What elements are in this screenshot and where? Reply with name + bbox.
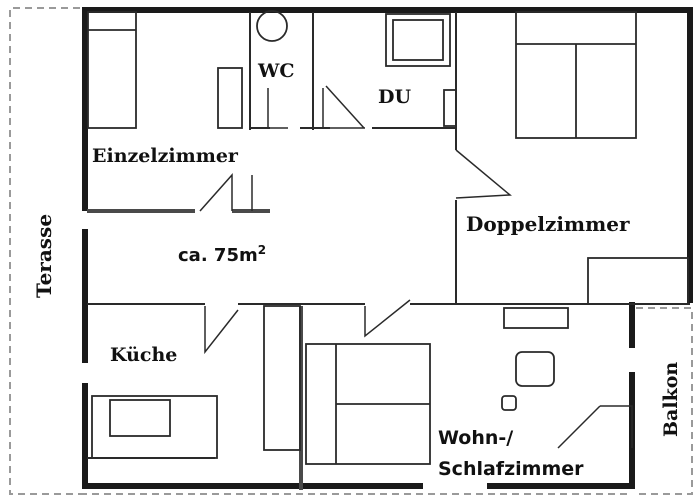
room-label-wohn-line1: Wohn-/ [438,427,513,449]
interior-walls [87,12,690,459]
partition-walls [87,209,303,490]
toilet-icon [256,10,288,42]
room-label-kueche: Küche [110,344,177,366]
room-label-wohn-line2: Schlafzimmer [438,458,584,480]
furniture [87,10,689,465]
outer-boundary [9,7,693,495]
room-label-doppelzimmer: Doppelzimmer [466,212,630,236]
room-label-du: DU [378,86,411,108]
area-unit: 2 [258,243,266,257]
area-value: ca. 75m [178,245,258,266]
outside-label-balkon: Balkon [660,362,682,437]
shower-tray [385,13,451,67]
outside-label-terrasse: Terasse [32,214,56,298]
area-label: ca. 75m2 [178,243,266,266]
exterior-walls [82,7,693,489]
door-swings [199,85,633,449]
room-label-einzelzimmer: Einzelzimmer [92,145,239,167]
kitchen-counter [91,395,218,459]
room-label-wc: WC [257,60,294,82]
table-icon [515,351,555,387]
